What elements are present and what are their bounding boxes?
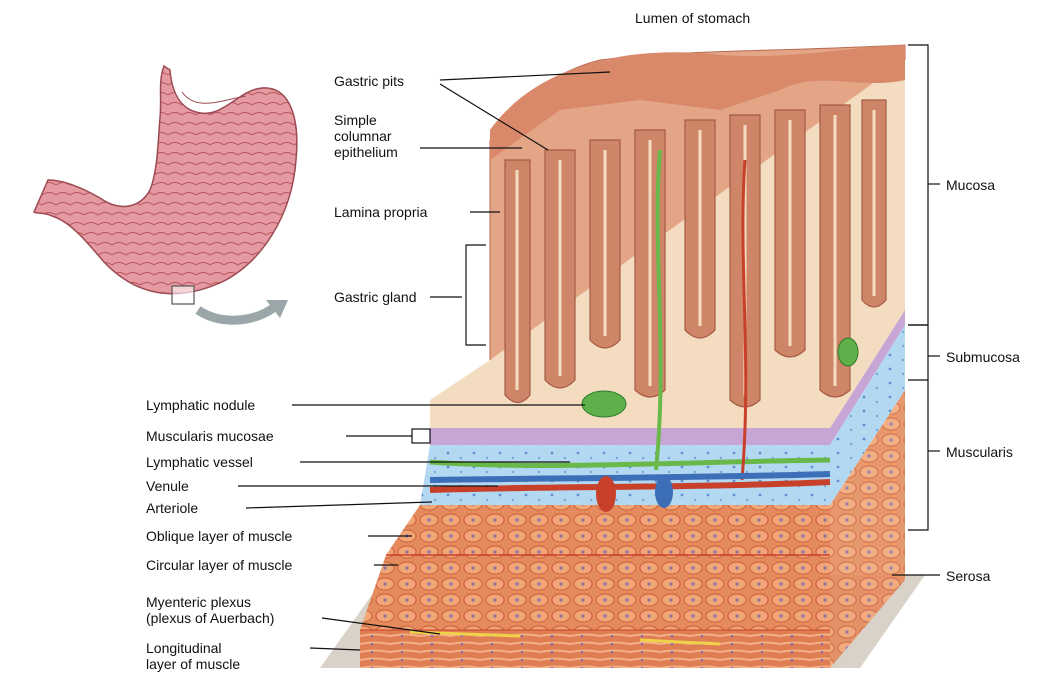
label-simple-line2: columnar <box>334 128 398 144</box>
label-simple-columnar-epithelium: Simple columnar epithelium <box>334 112 398 160</box>
oblique-muscle-front <box>386 505 830 555</box>
label-lymphatic-vessel: Lymphatic vessel <box>146 454 253 470</box>
label-circular-layer: Circular layer of muscle <box>146 557 292 573</box>
label-lamina-propria: Lamina propria <box>334 204 427 220</box>
longitudinal-muscle-front <box>360 630 830 668</box>
layer-submucosa: Submucosa <box>946 349 1020 365</box>
label-myenteric-line2: (plexus of Auerbach) <box>146 610 274 626</box>
layer-serosa: Serosa <box>946 568 990 584</box>
label-longitudinal-line1: Longitudinal <box>146 640 240 656</box>
lumen-title: Lumen of stomach <box>635 10 750 26</box>
whole-stomach-icon <box>34 66 297 320</box>
label-myenteric-plexus: Myenteric plexus (plexus of Auerbach) <box>146 594 274 626</box>
circular-muscle-front <box>360 555 830 630</box>
label-venule: Venule <box>146 478 189 494</box>
zoom-arrow <box>198 306 276 320</box>
label-gastric-pits: Gastric pits <box>334 73 404 89</box>
lymphatic-nodule-shape <box>582 391 626 417</box>
muscularis-mucosae-band <box>430 428 830 445</box>
label-lymphatic-nodule: Lymphatic nodule <box>146 397 255 413</box>
label-arteriole: Arteriole <box>146 500 198 516</box>
layer-mucosa: Mucosa <box>946 177 995 193</box>
label-oblique-layer: Oblique layer of muscle <box>146 528 292 544</box>
layer-muscularis: Muscularis <box>946 444 1013 460</box>
label-gastric-gland: Gastric gland <box>334 289 416 305</box>
label-myenteric-line1: Myenteric plexus <box>146 594 274 610</box>
label-longitudinal-line2: layer of muscle <box>146 656 240 672</box>
label-simple-line1: Simple <box>334 112 398 128</box>
label-longitudinal-layer: Longitudinal layer of muscle <box>146 640 240 672</box>
label-simple-line3: epithelium <box>334 144 398 160</box>
label-muscularis-mucosae: Muscularis mucosae <box>146 428 274 444</box>
detail-box <box>172 286 194 304</box>
